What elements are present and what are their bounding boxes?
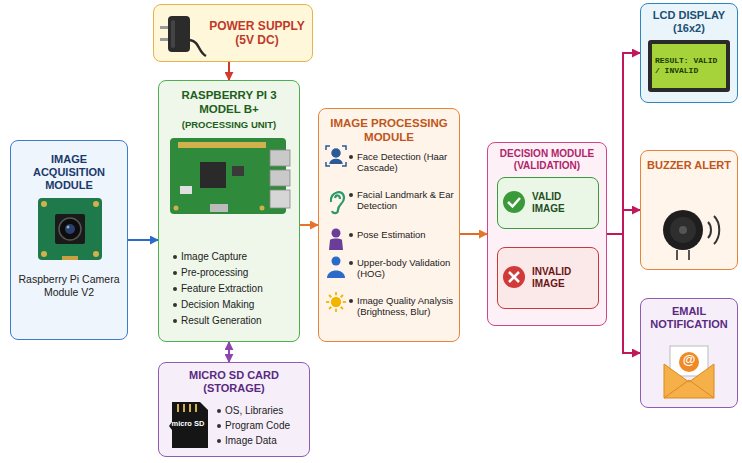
bullet-dot xyxy=(173,303,177,307)
connector-arrow xyxy=(228,62,230,80)
envelope-icon xyxy=(664,346,714,398)
bullet-dot xyxy=(349,261,353,265)
node-heading: INVALID IMAGE xyxy=(532,266,596,290)
node-heading: MICRO SD CARD (STORAGE) xyxy=(163,369,305,395)
node-text: Image Capture xyxy=(181,251,295,263)
camera-module-icon xyxy=(38,198,102,260)
text-slot: Image Quality Analysis (Brightness, Blur… xyxy=(357,295,457,318)
text-slot: IMAGE ACQUISITION MODULE xyxy=(15,153,123,193)
node-text: RESULT: VALID / INVALID xyxy=(655,56,725,75)
buzzer-icon xyxy=(663,210,719,260)
node-heading: RASPBERRY PI 3 MODEL B+ xyxy=(163,89,295,117)
text-slot: BUZZER ALERT xyxy=(644,159,734,172)
node-text: Program Code xyxy=(225,420,305,432)
sun-icon xyxy=(326,292,346,312)
text-slot: INVALID IMAGE xyxy=(532,266,596,290)
text-slot: POWER SUPPLY (5V DC) xyxy=(204,19,310,48)
bullet-dot xyxy=(217,424,221,428)
node-text: Upper-body Validation (HOG) xyxy=(357,257,457,280)
connector-arrow xyxy=(228,342,230,362)
node-text: Decision Making xyxy=(181,299,295,311)
connector-arrow xyxy=(460,233,487,235)
node-heading: LCD DISPLAY (16x2) xyxy=(645,9,733,35)
bullet-dot xyxy=(349,299,353,303)
node-text: Raspberry Pi Camera Module V2 xyxy=(15,273,123,298)
node-heading: IMAGE ACQUISITION MODULE xyxy=(15,153,123,193)
bullet-dot xyxy=(173,319,177,323)
text-slot: Decision Making xyxy=(181,299,295,311)
node-text: Facial Landmark & Ear Detection xyxy=(357,189,457,212)
text-slot: Result Generation xyxy=(181,315,295,327)
node-text: OS, Libraries xyxy=(225,405,305,417)
text-slot: LCD DISPLAY (16x2) xyxy=(645,9,733,35)
face-detection-icon xyxy=(326,146,346,166)
text-slot: MICRO SD CARD (STORAGE) xyxy=(163,369,305,395)
node-heading: IMAGE PROCESSING MODULE xyxy=(323,117,455,145)
lcd-screen-icon xyxy=(648,40,730,92)
text-slot: Program Code xyxy=(225,420,305,432)
text-slot: Pre-processing xyxy=(181,267,295,279)
bullet-dot xyxy=(349,193,353,197)
text-slot: Image Data xyxy=(225,435,305,447)
connector-arrow xyxy=(607,53,640,234)
connector-arrow xyxy=(300,224,318,226)
bullet-dot xyxy=(217,439,221,443)
cross-icon xyxy=(503,266,525,288)
micro-sd-icon xyxy=(169,402,208,448)
pose-icon xyxy=(329,229,343,251)
bullet-dot xyxy=(349,155,353,159)
text-slot: Face Detection (Haar Cascade) xyxy=(357,151,457,174)
connector-arrow xyxy=(607,210,640,234)
text-slot: RASPBERRY PI 3 MODEL B+ xyxy=(163,89,295,117)
node-text: (PROCESSING UNIT) xyxy=(163,119,295,130)
connector-arrow xyxy=(607,234,640,353)
sd-card-marking: micro SD xyxy=(168,420,208,428)
power-adapter-icon xyxy=(160,16,206,56)
check-icon xyxy=(503,191,525,213)
raspberry-pi-board-icon xyxy=(170,138,290,214)
bullet-dot xyxy=(173,255,177,259)
upper-body-icon xyxy=(327,257,345,279)
node-text: Image Data xyxy=(225,435,305,447)
email-at-sign: @ xyxy=(679,353,699,367)
ear-icon xyxy=(331,192,344,213)
node-text: Result Generation xyxy=(181,315,295,327)
node-heading: POWER SUPPLY (5V DC) xyxy=(204,19,310,48)
node-text: Feature Extraction xyxy=(181,283,295,295)
node-text: Pose Estimation xyxy=(357,229,457,240)
text-slot: IMAGE PROCESSING MODULE xyxy=(323,117,455,145)
label-slot: micro SD xyxy=(168,420,208,428)
text-slot: OS, Libraries xyxy=(225,405,305,417)
text-slot: Raspberry Pi Camera Module V2 xyxy=(15,273,123,298)
label-slot: @ xyxy=(679,353,699,367)
decision-box: DECISION MODULE (VALIDATION) VALID IMAGE I… xyxy=(487,142,607,326)
bullet-dot xyxy=(173,287,177,291)
node-heading: VALID IMAGE xyxy=(532,191,596,215)
text-slot: Facial Landmark & Ear Detection xyxy=(357,189,457,212)
node-text: Image Quality Analysis (Brightness, Blur… xyxy=(357,295,457,318)
text-slot: Pose Estimation xyxy=(357,229,457,240)
bullet-dot xyxy=(173,271,177,275)
bullet-dot xyxy=(349,233,353,237)
text-slot: EMAIL NOTIFICATION xyxy=(645,305,733,331)
node-text: Face Detection (Haar Cascade) xyxy=(357,151,457,174)
text-slot: Image Capture xyxy=(181,251,295,263)
connector-arrow xyxy=(128,239,158,241)
text-slot: Upper-body Validation (HOG) xyxy=(357,257,457,280)
text-slot: VALID IMAGE xyxy=(532,191,596,215)
node-heading: EMAIL NOTIFICATION xyxy=(645,305,733,331)
node-text: Pre-processing xyxy=(181,267,295,279)
bullet-dot xyxy=(217,409,221,413)
text-slot: RESULT: VALID / INVALID xyxy=(655,56,725,75)
node-heading: DECISION MODULE (VALIDATION) xyxy=(491,148,603,172)
node-heading: BUZZER ALERT xyxy=(644,159,734,172)
text-slot: Feature Extraction xyxy=(181,283,295,295)
text-slot: (PROCESSING UNIT) xyxy=(163,119,295,130)
text-slot: DECISION MODULE (VALIDATION) xyxy=(491,148,603,172)
